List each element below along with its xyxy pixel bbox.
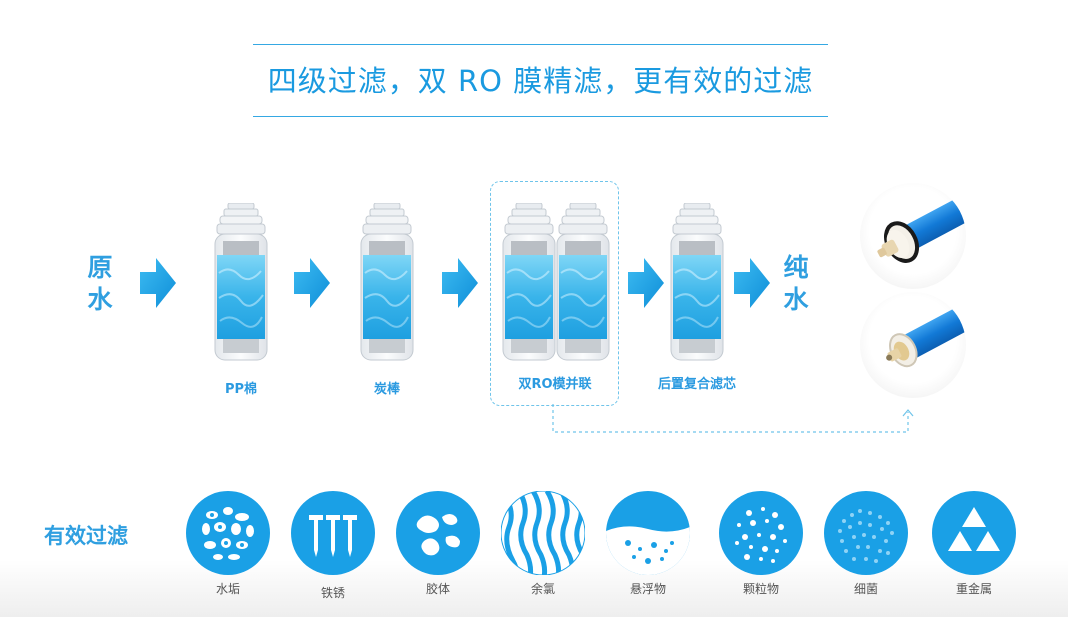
source-water-char-2: 水	[87, 285, 113, 314]
ro-membrane-photo-1	[860, 183, 966, 289]
page-title: 四级过滤，双 RO 膜精滤，更有效的过滤	[267, 64, 814, 98]
effect-label-chlorine: 余氯	[530, 582, 555, 596]
effective-filter-heading: 有效过滤	[44, 524, 128, 548]
flow-arrow-5	[734, 258, 770, 308]
particulate-icon	[719, 491, 803, 575]
source-water-char-1: 原	[87, 253, 113, 282]
post-composite-filter	[670, 203, 724, 363]
pure-water-label: 纯 水	[776, 252, 816, 316]
effect-label-colloid: 胶体	[425, 582, 450, 596]
dual-ro-group-outline	[490, 181, 619, 406]
suspended-matter-icon	[606, 491, 690, 575]
scale-icon	[186, 491, 270, 575]
ro-membrane-photo-2	[860, 292, 966, 398]
flow-arrow-3	[442, 258, 478, 308]
flow-arrow-1	[140, 258, 176, 308]
effect-label-particulate: 颗粒物	[742, 582, 779, 596]
rust-icon	[291, 491, 375, 575]
colloid-icon	[396, 491, 480, 575]
effect-label-suspended: 悬浮物	[629, 582, 666, 596]
pp-cotton-filter	[214, 203, 268, 363]
source-water-label: 原 水	[80, 252, 120, 316]
filter-label-carbon: 炭棒	[373, 382, 400, 397]
effect-label-rust: 铁锈	[320, 586, 345, 600]
effect-label-heavy-metal: 重金属	[955, 582, 992, 596]
filter-label-post: 后置复合滤芯	[657, 377, 736, 392]
effect-label-bacteria: 细菌	[853, 582, 878, 596]
residual-chlorine-icon	[500, 490, 586, 576]
flow-arrow-2	[294, 258, 330, 308]
filter-label-pp: PP棉	[224, 382, 258, 397]
title-top-rule	[253, 44, 828, 45]
connector-dashed-line	[552, 404, 914, 433]
effect-label-scale: 水垢	[215, 582, 240, 596]
filter-label-dual-ro: 双RO模并联	[518, 377, 592, 392]
carbon-rod-filter	[360, 203, 414, 363]
heavy-metal-icon	[932, 491, 1016, 575]
title-bottom-rule	[253, 116, 828, 117]
bacteria-icon	[824, 491, 908, 575]
pure-water-char-2: 水	[783, 285, 809, 314]
flow-arrow-4	[628, 258, 664, 308]
pure-water-char-1: 纯	[783, 253, 809, 282]
